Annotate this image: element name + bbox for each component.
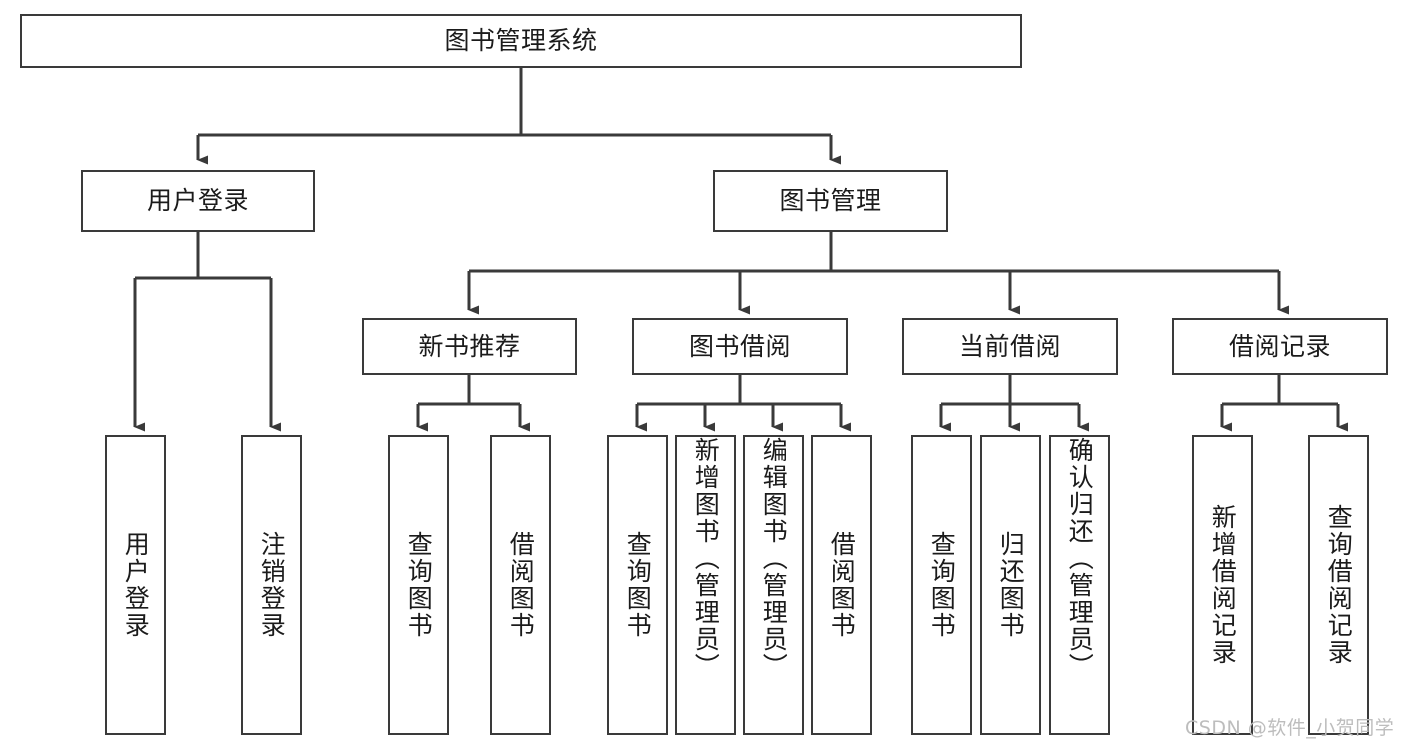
node-leaf-query-book-3-label: 查询图书 <box>927 531 957 639</box>
node-new-book-recommend[interactable]: 新书推荐 <box>362 318 577 375</box>
node-borrow-record-label: 借阅记录 <box>1228 331 1331 361</box>
node-leaf-user-logout-label: 注销登录 <box>257 531 287 639</box>
node-leaf-borrow-book-2[interactable]: 借阅图书 <box>811 435 872 735</box>
node-leaf-confirm-return[interactable]: 确认归还（管理员） <box>1049 435 1110 735</box>
node-leaf-borrow-book-2-label: 借阅图书 <box>827 531 857 639</box>
node-user-login[interactable]: 用户登录 <box>81 170 315 232</box>
node-current-borrow[interactable]: 当前借阅 <box>902 318 1118 375</box>
node-leaf-add-book[interactable]: 新增图书（管理员） <box>675 435 736 735</box>
node-leaf-add-book-label: 新增图书（管理员） <box>691 437 721 680</box>
node-leaf-query-book-1-label: 查询图书 <box>404 531 434 639</box>
node-borrow-record[interactable]: 借阅记录 <box>1172 318 1388 375</box>
node-book-borrow-label: 图书借阅 <box>688 331 791 361</box>
node-leaf-user-login[interactable]: 用户登录 <box>105 435 166 735</box>
node-leaf-query-book-2[interactable]: 查询图书 <box>607 435 668 735</box>
node-root-label: 图书管理系统 <box>444 26 598 56</box>
node-leaf-return-book-label: 归还图书 <box>996 531 1026 639</box>
node-book-borrow[interactable]: 图书借阅 <box>632 318 848 375</box>
node-leaf-user-logout[interactable]: 注销登录 <box>241 435 302 735</box>
node-leaf-user-login-label: 用户登录 <box>121 531 151 639</box>
node-new-book-recommend-label: 新书推荐 <box>418 331 521 361</box>
node-leaf-query-record-label: 查询借阅记录 <box>1324 504 1354 666</box>
node-leaf-edit-book[interactable]: 编辑图书（管理员） <box>743 435 804 735</box>
node-book-management-label: 图书管理 <box>779 186 882 216</box>
csdn-watermark: CSDN @软件_小贺同学 <box>1185 717 1395 739</box>
node-leaf-query-book-1[interactable]: 查询图书 <box>388 435 449 735</box>
node-leaf-query-book-3[interactable]: 查询图书 <box>911 435 972 735</box>
node-leaf-add-record-label: 新增借阅记录 <box>1208 504 1238 666</box>
node-user-login-label: 用户登录 <box>146 186 249 216</box>
node-leaf-edit-book-label: 编辑图书（管理员） <box>759 437 789 680</box>
node-leaf-query-record[interactable]: 查询借阅记录 <box>1308 435 1369 735</box>
node-leaf-add-record[interactable]: 新增借阅记录 <box>1192 435 1253 735</box>
node-leaf-borrow-book-1-label: 借阅图书 <box>506 531 536 639</box>
node-root[interactable]: 图书管理系统 <box>20 14 1022 68</box>
node-leaf-query-book-2-label: 查询图书 <box>623 531 653 639</box>
node-leaf-confirm-return-label: 确认归还（管理员） <box>1065 437 1095 680</box>
node-current-borrow-label: 当前借阅 <box>958 331 1061 361</box>
node-book-management[interactable]: 图书管理 <box>713 170 948 232</box>
node-leaf-borrow-book-1[interactable]: 借阅图书 <box>490 435 551 735</box>
node-leaf-return-book[interactable]: 归还图书 <box>980 435 1041 735</box>
